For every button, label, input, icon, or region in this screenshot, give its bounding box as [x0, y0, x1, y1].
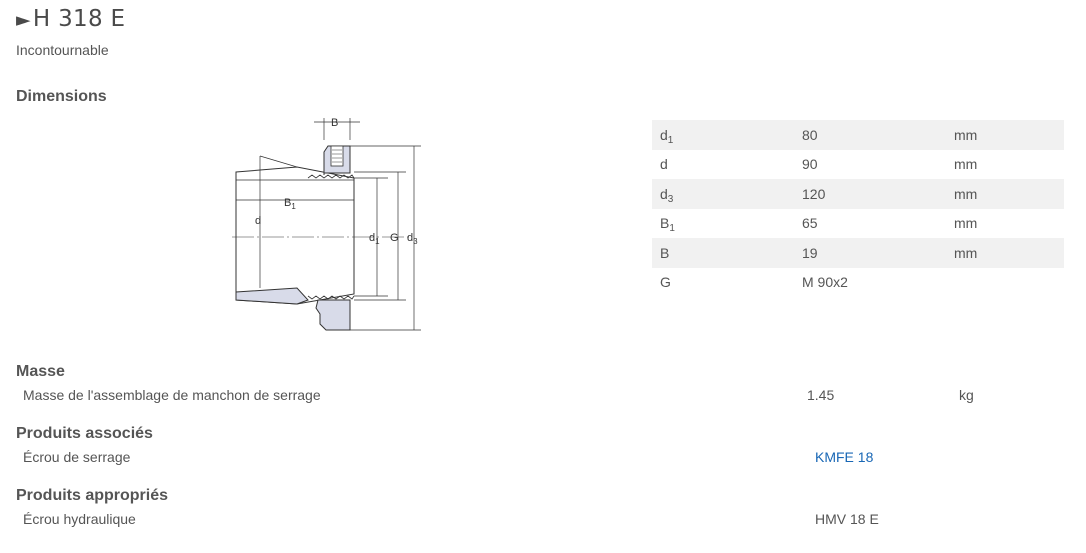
label-d3-main: d [407, 232, 413, 244]
product-title: ►H 318 E [16, 6, 125, 32]
dimension-row: d3 120 mm [652, 179, 1064, 209]
ecrou-hydraulique-label: Écrou hydraulique [23, 511, 136, 527]
dimension-value: 120 [802, 179, 954, 209]
dimension-row: B 19 mm [652, 238, 1064, 268]
dimension-value: 19 [802, 238, 954, 268]
dimension-value: 80 [802, 120, 954, 150]
thread-top [307, 174, 355, 179]
dimension-unit: mm [954, 179, 1064, 209]
label-d3: d3 [407, 232, 418, 246]
dimension-symbol: B [652, 238, 802, 268]
label-d1-sub: 1 [375, 237, 380, 246]
label-d1-main: d [369, 232, 375, 244]
label-d1: d1 [369, 232, 380, 246]
dimension-unit: mm [954, 215, 978, 232]
dimension-value: 90 [802, 156, 818, 173]
symbol-main: B [660, 244, 670, 261]
label-G: G [390, 232, 399, 244]
dimension-unit: mm [954, 120, 1064, 150]
label-B1-sub: 1 [291, 202, 296, 211]
symbol-main: G [660, 274, 671, 291]
dimension-row: d 90 mm [652, 150, 1064, 180]
masse-label: Masse de l'assemblage de manchon de serr… [23, 387, 321, 403]
dimension-value: M 90x2 [802, 274, 848, 291]
symbol-sub: 1 [667, 134, 674, 146]
dimension-symbol: d3 [652, 179, 802, 209]
dimension-unit: mm [954, 238, 1064, 268]
dimension-lines [236, 118, 421, 331]
label-B1-main: B [284, 197, 291, 209]
produits-appropries-heading: Produits appropriés [16, 487, 169, 504]
dimensions-table: d1 80 mm d 90 mm d3 120 mm B1 65 mm B 19… [652, 120, 1064, 297]
dimensions-heading: Dimensions [16, 88, 107, 105]
symbol-sub: 3 [667, 193, 674, 205]
dimension-drawing: B B1 d d1 G d3 [232, 117, 421, 331]
label-B: B [331, 117, 338, 129]
dimension-symbol: d [652, 150, 802, 180]
triangle-right-icon: ► [16, 9, 31, 31]
label-d: d [255, 215, 261, 227]
dimension-row: d1 80 mm [652, 120, 1064, 150]
dimension-unit: mm [954, 156, 978, 173]
dimension-symbol: G [652, 268, 802, 298]
dimension-symbol: d1 [652, 120, 802, 150]
product-subtitle: Incontournable [16, 42, 109, 58]
ecrou-serrage-label: Écrou de serrage [23, 449, 131, 465]
dimension-row: G M 90x2 [652, 268, 1064, 298]
label-B1: B1 [284, 197, 296, 211]
dimension-unit [954, 268, 1064, 298]
symbol-main: B [660, 215, 670, 232]
sleeve-body [235, 166, 355, 305]
thread-bottom [307, 295, 355, 300]
symbol-sub: 1 [669, 223, 675, 235]
dimension-row: B1 65 mm [652, 209, 1064, 239]
product-name: H 318 E [32, 6, 126, 32]
masse-unit: kg [959, 387, 974, 403]
nut-bottom [315, 299, 351, 331]
nut-top [323, 145, 351, 175]
produits-associes-heading: Produits associés [16, 425, 153, 442]
masse-value: 1.45 [807, 387, 835, 403]
dimension-symbol: B1 [652, 209, 802, 239]
symbol-main: d [660, 156, 668, 173]
kmfe-18-link[interactable]: KMFE 18 [815, 449, 874, 465]
dimension-value: 65 [802, 215, 818, 232]
symbol-main: d [660, 185, 668, 202]
symbol-main: d [660, 126, 668, 143]
hmv-18-e-value: HMV 18 E [815, 511, 879, 527]
label-d3-sub: 3 [413, 237, 418, 246]
masse-heading: Masse [16, 363, 65, 380]
